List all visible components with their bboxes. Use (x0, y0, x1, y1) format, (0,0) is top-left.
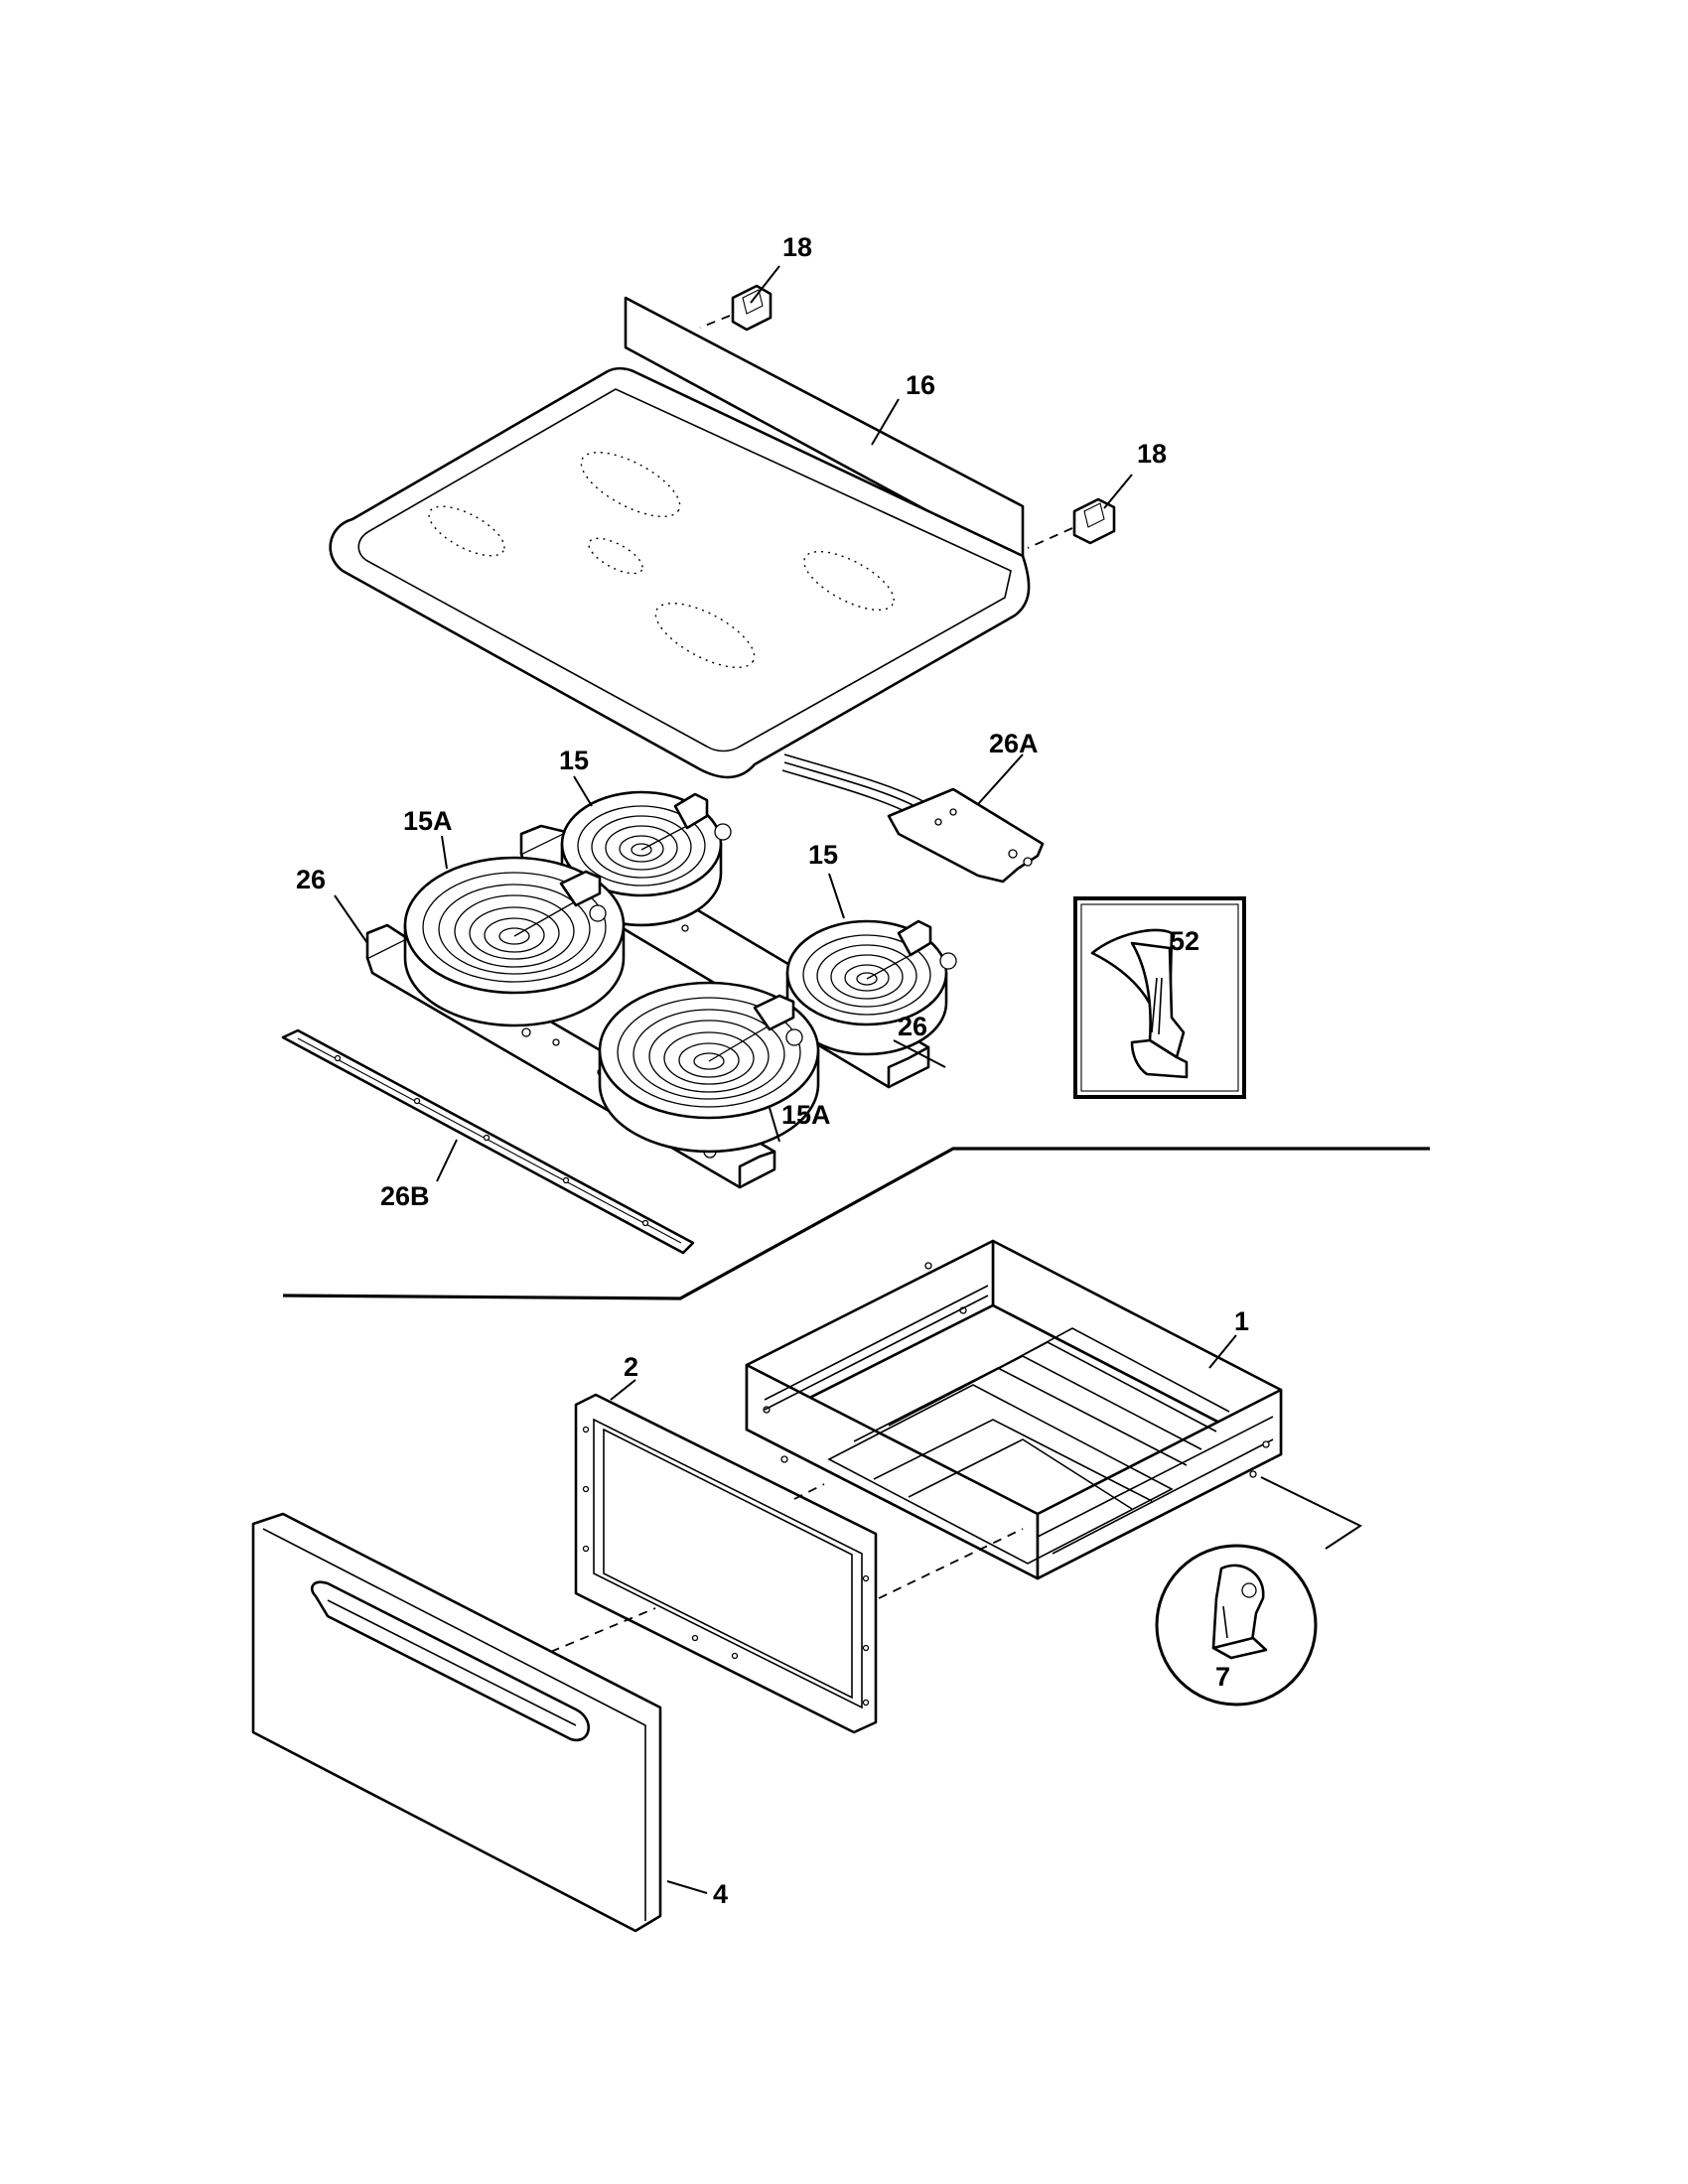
callout-18-rear: 18 (782, 232, 812, 262)
wire-harness-terminal-block[interactable] (781, 753, 1045, 884)
section-divider-line (282, 1147, 1430, 1300)
callout-16: 16 (906, 370, 935, 400)
insulation-clip-part[interactable] (1090, 928, 1189, 1079)
bracket-right-guide-line (1027, 527, 1073, 549)
burner-trim-strip[interactable] (281, 1028, 695, 1255)
callout-52: 52 (1170, 926, 1199, 956)
callout-2: 2 (624, 1352, 638, 1382)
glide-detail-leader (1260, 1476, 1363, 1550)
callout-26B: 26B (380, 1181, 430, 1211)
drawer-inner-panel[interactable] (574, 1393, 878, 1734)
callout-1: 1 (1234, 1306, 1249, 1336)
callout-7: 7 (1215, 1662, 1230, 1692)
callout-15A-left: 15A (403, 806, 453, 836)
callout-15-right: 15 (808, 840, 838, 870)
drawer-guide-line-1 (535, 1607, 656, 1659)
callout-26-left: 26 (296, 865, 326, 894)
radiant-element-small-right[interactable] (785, 919, 957, 1056)
callout-4: 4 (713, 1879, 728, 1909)
cooktop-glass-top[interactable] (329, 296, 1031, 779)
callout-26A: 26A (989, 729, 1039, 758)
drawer-guide-line-2 (878, 1528, 1024, 1599)
cooktop-bracket-right[interactable] (1072, 497, 1116, 545)
radiant-element-large-left[interactable] (403, 856, 626, 1027)
drawer-glide-detail[interactable] (1155, 1544, 1318, 1706)
cooktop-bracket-left[interactable] (731, 284, 773, 332)
drawer-guide-line-3 (793, 1483, 825, 1500)
callout-26-right: 26 (898, 1012, 927, 1041)
callout-18-side: 18 (1137, 439, 1167, 469)
callout-15A-front: 15A (781, 1100, 831, 1130)
drawer-front-panel[interactable] (251, 1512, 662, 1933)
callout-leaders (334, 265, 1237, 1894)
radiant-element-large-front[interactable] (598, 981, 820, 1154)
bracket-left-guide-line (699, 315, 731, 329)
callout-15-rear: 15 (559, 746, 589, 775)
storage-drawer-body[interactable] (745, 1239, 1283, 1580)
